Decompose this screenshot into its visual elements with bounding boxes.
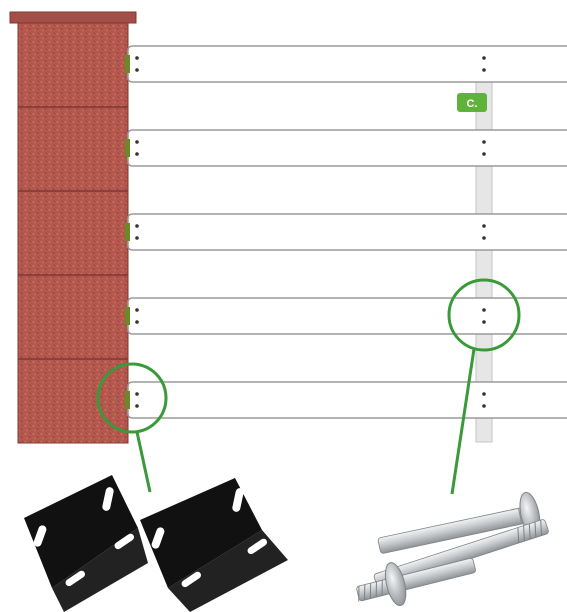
callout-label-text: C.	[467, 98, 478, 110]
fence-board-icon	[125, 46, 567, 82]
brick-pillar-icon	[10, 12, 136, 443]
fence-boards	[125, 46, 567, 418]
fence-board-icon	[125, 214, 567, 250]
angle-bracket-icon	[140, 478, 288, 612]
carriage-bolt-icon	[351, 491, 549, 612]
angle-bracket-icon	[24, 475, 148, 612]
fence-board-icon	[125, 382, 567, 418]
fence-board-icon	[125, 130, 567, 166]
fence-board-icon	[125, 298, 567, 334]
callout-label-c: C.	[457, 93, 487, 112]
